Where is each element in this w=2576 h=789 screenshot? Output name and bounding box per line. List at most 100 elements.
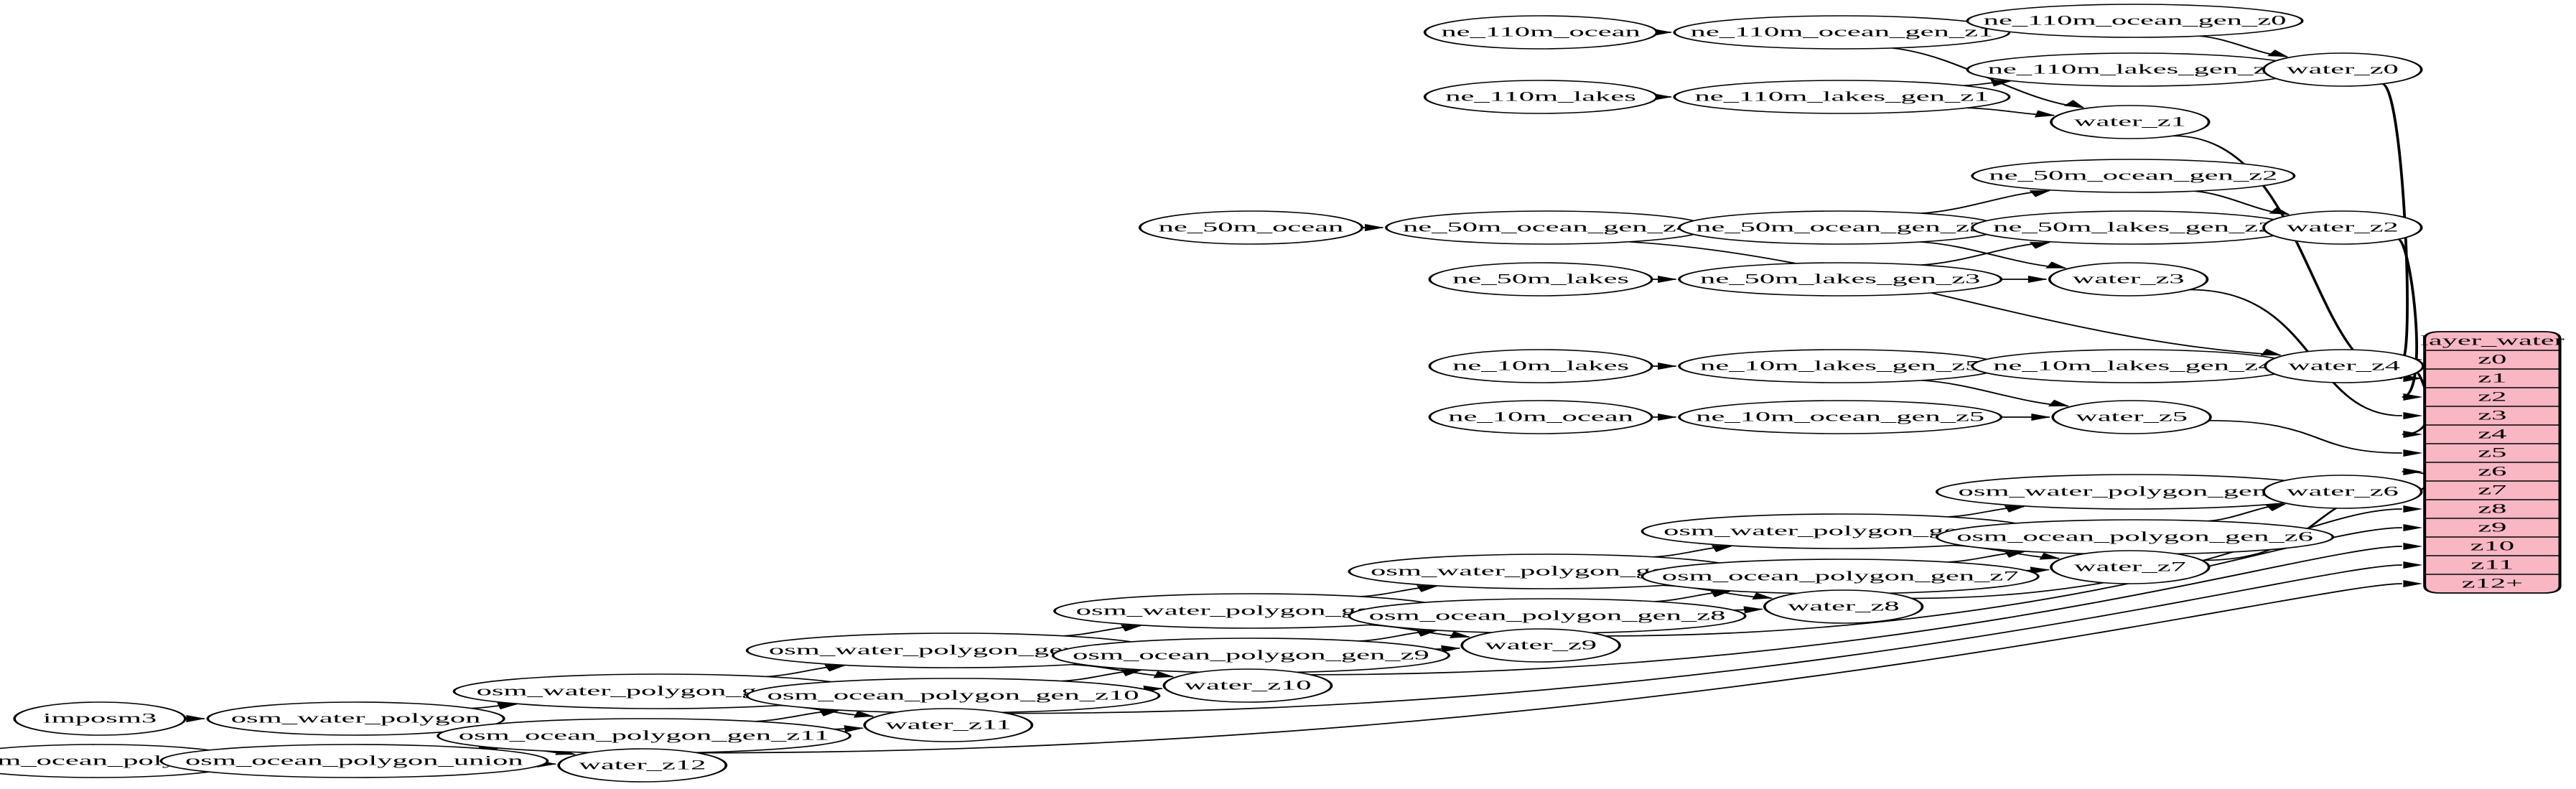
node-ne_10m_ocean_gen_z5[interactable]: ne_10m_ocean_gen_z5	[1678, 400, 2003, 434]
node-shape-ne_110m_lakes[interactable]	[1423, 80, 1658, 114]
edge-arrowhead	[2045, 261, 2067, 269]
node-water_z6[interactable]: water_z6	[2262, 475, 2423, 509]
node-ne_50m_lakes_gen_z3[interactable]: ne_50m_lakes_gen_z3	[1678, 262, 2003, 297]
node-water_z5[interactable]: water_z5	[2051, 400, 2212, 434]
edge-arrowhead	[818, 709, 840, 716]
node-ne_50m_lakes[interactable]: ne_50m_lakes	[1428, 262, 1653, 297]
node-water_z8[interactable]: water_z8	[1763, 589, 1924, 624]
node-shape-ne_10m_ocean[interactable]	[1428, 400, 1653, 434]
node-shape-water_z0[interactable]	[2262, 52, 2423, 87]
node-ne_10m_lakes[interactable]: ne_10m_lakes	[1428, 349, 1653, 383]
node-osm_ocean_polygon_gen_z10[interactable]: osm_ocean_polygon_gen_z10	[745, 678, 1161, 714]
node-osm_ocean_polygon_gen_z9[interactable]: osm_ocean_polygon_gen_z9	[1051, 638, 1451, 673]
edge-arrowhead	[1990, 79, 2012, 87]
node-shape-ne_10m_ocean_gen_z5[interactable]	[1678, 400, 2003, 434]
node-ne_10m_lakes_gen_z5[interactable]: ne_10m_lakes_gen_z5	[1678, 349, 2003, 383]
node-shape-ne_110m_lakes_gen_z1[interactable]	[1673, 80, 2011, 114]
layer-water-table[interactable]: layer_waterz0z1z2z3z4z5z6z7z8z9z10z11z12…	[2420, 331, 2565, 594]
node-shape-osm_ocean_polygon_gen_z8[interactable]	[1348, 598, 1747, 634]
node-water_z4[interactable]: water_z4	[2264, 349, 2425, 383]
edge-arrowhead	[2403, 430, 2423, 439]
node-ne_110m_ocean[interactable]: ne_110m_ocean	[1423, 15, 1658, 50]
edge-ne_50m_ocean_gen_z3-to-ne_50m_ocean_gen_z2	[1921, 190, 2050, 214]
node-shape-ne_110m_lakes_gen_z0[interactable]	[1966, 52, 2304, 87]
edge-arrowhead	[1449, 631, 1471, 639]
node-shape-osm_ocean_polygon_gen_z11[interactable]	[437, 718, 851, 754]
node-shape-osm_water_polygon[interactable]	[206, 701, 505, 736]
node-shape-ne_50m_lakes[interactable]	[1428, 262, 1653, 297]
node-osm_ocean_polygon_union[interactable]: osm_ocean_polygon_union	[159, 744, 549, 778]
node-osm_ocean_polygon_gen_z7[interactable]: osm_ocean_polygon_gen_z7	[1641, 559, 2040, 594]
node-shape-water_z4[interactable]	[2264, 349, 2425, 383]
node-water_z12[interactable]: water_z12	[557, 748, 728, 783]
edge-arrowhead	[2267, 50, 2289, 57]
node-ne_110m_ocean_gen_z0[interactable]: ne_110m_ocean_gen_z0	[1966, 4, 2304, 38]
node-shape-ne_10m_lakes_gen_z4[interactable]	[1971, 349, 2296, 383]
node-ne_110m_lakes_gen_z0[interactable]: ne_110m_lakes_gen_z0	[1966, 52, 2304, 87]
node-shape-osm_ocean_polygon_gen_z7[interactable]	[1641, 559, 2040, 594]
node-shape-ne_50m_ocean_gen_z4[interactable]	[1384, 210, 1710, 245]
node-shape-osm_ocean_polygon_union[interactable]	[159, 744, 549, 778]
node-shape-ne_10m_lakes_gen_z5[interactable]	[1678, 349, 2003, 383]
node-ne_110m_lakes[interactable]: ne_110m_lakes	[1423, 80, 1658, 114]
node-shape-water_z8[interactable]	[1763, 589, 1924, 624]
node-shape-ne_50m_lakes_gen_z2[interactable]	[1971, 210, 2296, 245]
node-ne_50m_ocean_gen_z2[interactable]: ne_50m_ocean_gen_z2	[1971, 159, 2296, 193]
node-ne_10m_lakes_gen_z4[interactable]: ne_10m_lakes_gen_z4	[1971, 349, 2296, 383]
node-shape-water_z5[interactable]	[2051, 400, 2212, 434]
node-shape-ne_110m_ocean[interactable]	[1423, 15, 1658, 50]
node-shape-ne_50m_ocean_gen_z2[interactable]	[1971, 159, 2296, 193]
node-water_z9[interactable]: water_z9	[1460, 628, 1621, 663]
node-shape-water_z3[interactable]	[2048, 262, 2209, 297]
node-osm_ocean_polygon_gen_z11[interactable]: osm_ocean_polygon_gen_z11	[437, 718, 851, 754]
node-water_z10[interactable]: water_z10	[1162, 668, 1333, 703]
edge-arrowhead	[2029, 242, 2051, 249]
node-ne_10m_ocean[interactable]: ne_10m_ocean	[1428, 400, 1653, 434]
node-shape-osm_ocean_polygon_gen_z10[interactable]	[745, 678, 1161, 714]
node-water_z1[interactable]: water_z1	[2050, 105, 2211, 139]
node-shape-water_z1[interactable]	[2050, 105, 2211, 139]
node-ne_110m_ocean_gen_z1[interactable]: ne_110m_ocean_gen_z1	[1673, 15, 2011, 50]
node-osm_ocean_polygon_gen_z6[interactable]: osm_ocean_polygon_gen_z6	[1935, 519, 2335, 555]
node-shape-osm_ocean_polygon_gen_z9[interactable]	[1051, 638, 1451, 673]
edge-ne_50m_ocean_gen_z3-to-water_z3	[1920, 241, 2066, 269]
node-shape-water_z9[interactable]	[1460, 628, 1621, 663]
node-shape-imposm3[interactable]	[13, 701, 187, 736]
node-osm_ocean_polygon_gen_z8[interactable]: osm_ocean_polygon_gen_z8	[1348, 598, 1747, 634]
node-shape-water_z6[interactable]	[2262, 475, 2423, 509]
node-ne_50m_ocean_gen_z3[interactable]: ne_50m_ocean_gen_z3	[1678, 210, 2003, 245]
node-water_z2[interactable]: water_z2	[2262, 210, 2423, 245]
node-shape-osm_ocean_polygon_gen_z6[interactable]	[1935, 519, 2335, 555]
node-shape-ne_110m_ocean_gen_z0[interactable]	[1966, 4, 2304, 38]
node-ne_50m_lakes_gen_z2[interactable]: ne_50m_lakes_gen_z2	[1971, 210, 2296, 245]
edge-arrowhead	[2403, 542, 2423, 551]
node-shape-water_z7[interactable]	[2050, 550, 2211, 584]
edge-arrowhead	[2264, 504, 2287, 511]
node-shape-ne_10m_lakes[interactable]	[1428, 349, 1653, 383]
node-water_z7[interactable]: water_z7	[2050, 550, 2211, 584]
node-water_z3[interactable]: water_z3	[2048, 262, 2209, 297]
edge-ne_50m_ocean_gen_z4-to-water_z4	[1628, 241, 2281, 356]
node-shape-water_z10[interactable]	[1162, 668, 1333, 703]
node-shape-ne_50m_ocean[interactable]	[1138, 210, 1363, 245]
node-ne_50m_ocean_gen_z4[interactable]: ne_50m_ocean_gen_z4	[1384, 210, 1710, 245]
node-shape-water_z11[interactable]	[863, 708, 1034, 742]
node-ne_50m_ocean[interactable]: ne_50m_ocean	[1138, 210, 1363, 245]
edge-arrowhead	[1743, 606, 1764, 614]
node-shape-water_z12[interactable]	[557, 748, 728, 783]
node-ne_110m_lakes_gen_z1[interactable]: ne_110m_lakes_gen_z1	[1673, 80, 2011, 114]
edge-arrowhead	[2403, 393, 2423, 401]
edge-arrowhead	[2030, 566, 2050, 574]
node-shape-ne_110m_ocean_gen_z1[interactable]	[1673, 15, 2011, 50]
edge-arrowhead	[1658, 413, 1678, 421]
node-water_z11[interactable]: water_z11	[863, 708, 1034, 742]
node-shape-ne_50m_lakes_gen_z3[interactable]	[1678, 262, 2003, 297]
node-shape-ne_50m_ocean_gen_z3[interactable]	[1678, 210, 2003, 245]
edge-arrowhead	[824, 664, 846, 672]
node-imposm3[interactable]: imposm3	[13, 701, 187, 736]
node-shape-water_z2[interactable]	[2262, 210, 2423, 245]
node-water_z0[interactable]: water_z0	[2262, 52, 2423, 87]
edge-arrowhead	[844, 725, 864, 733]
